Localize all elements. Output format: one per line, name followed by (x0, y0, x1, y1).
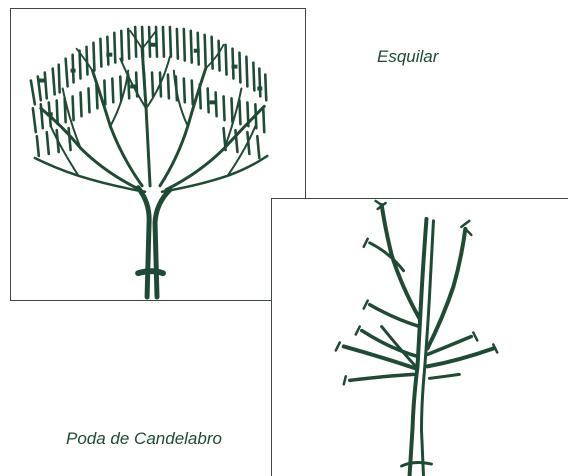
pollarded-tree-icon (334, 199, 499, 476)
caption-esquilar: Esquilar (377, 47, 439, 66)
trimmed-tree-icon (29, 25, 269, 300)
caption-poda-de-candelabro: Poda de Candelabro (66, 429, 222, 448)
esquilar-figure (10, 8, 306, 301)
candelabro-figure (271, 198, 568, 476)
